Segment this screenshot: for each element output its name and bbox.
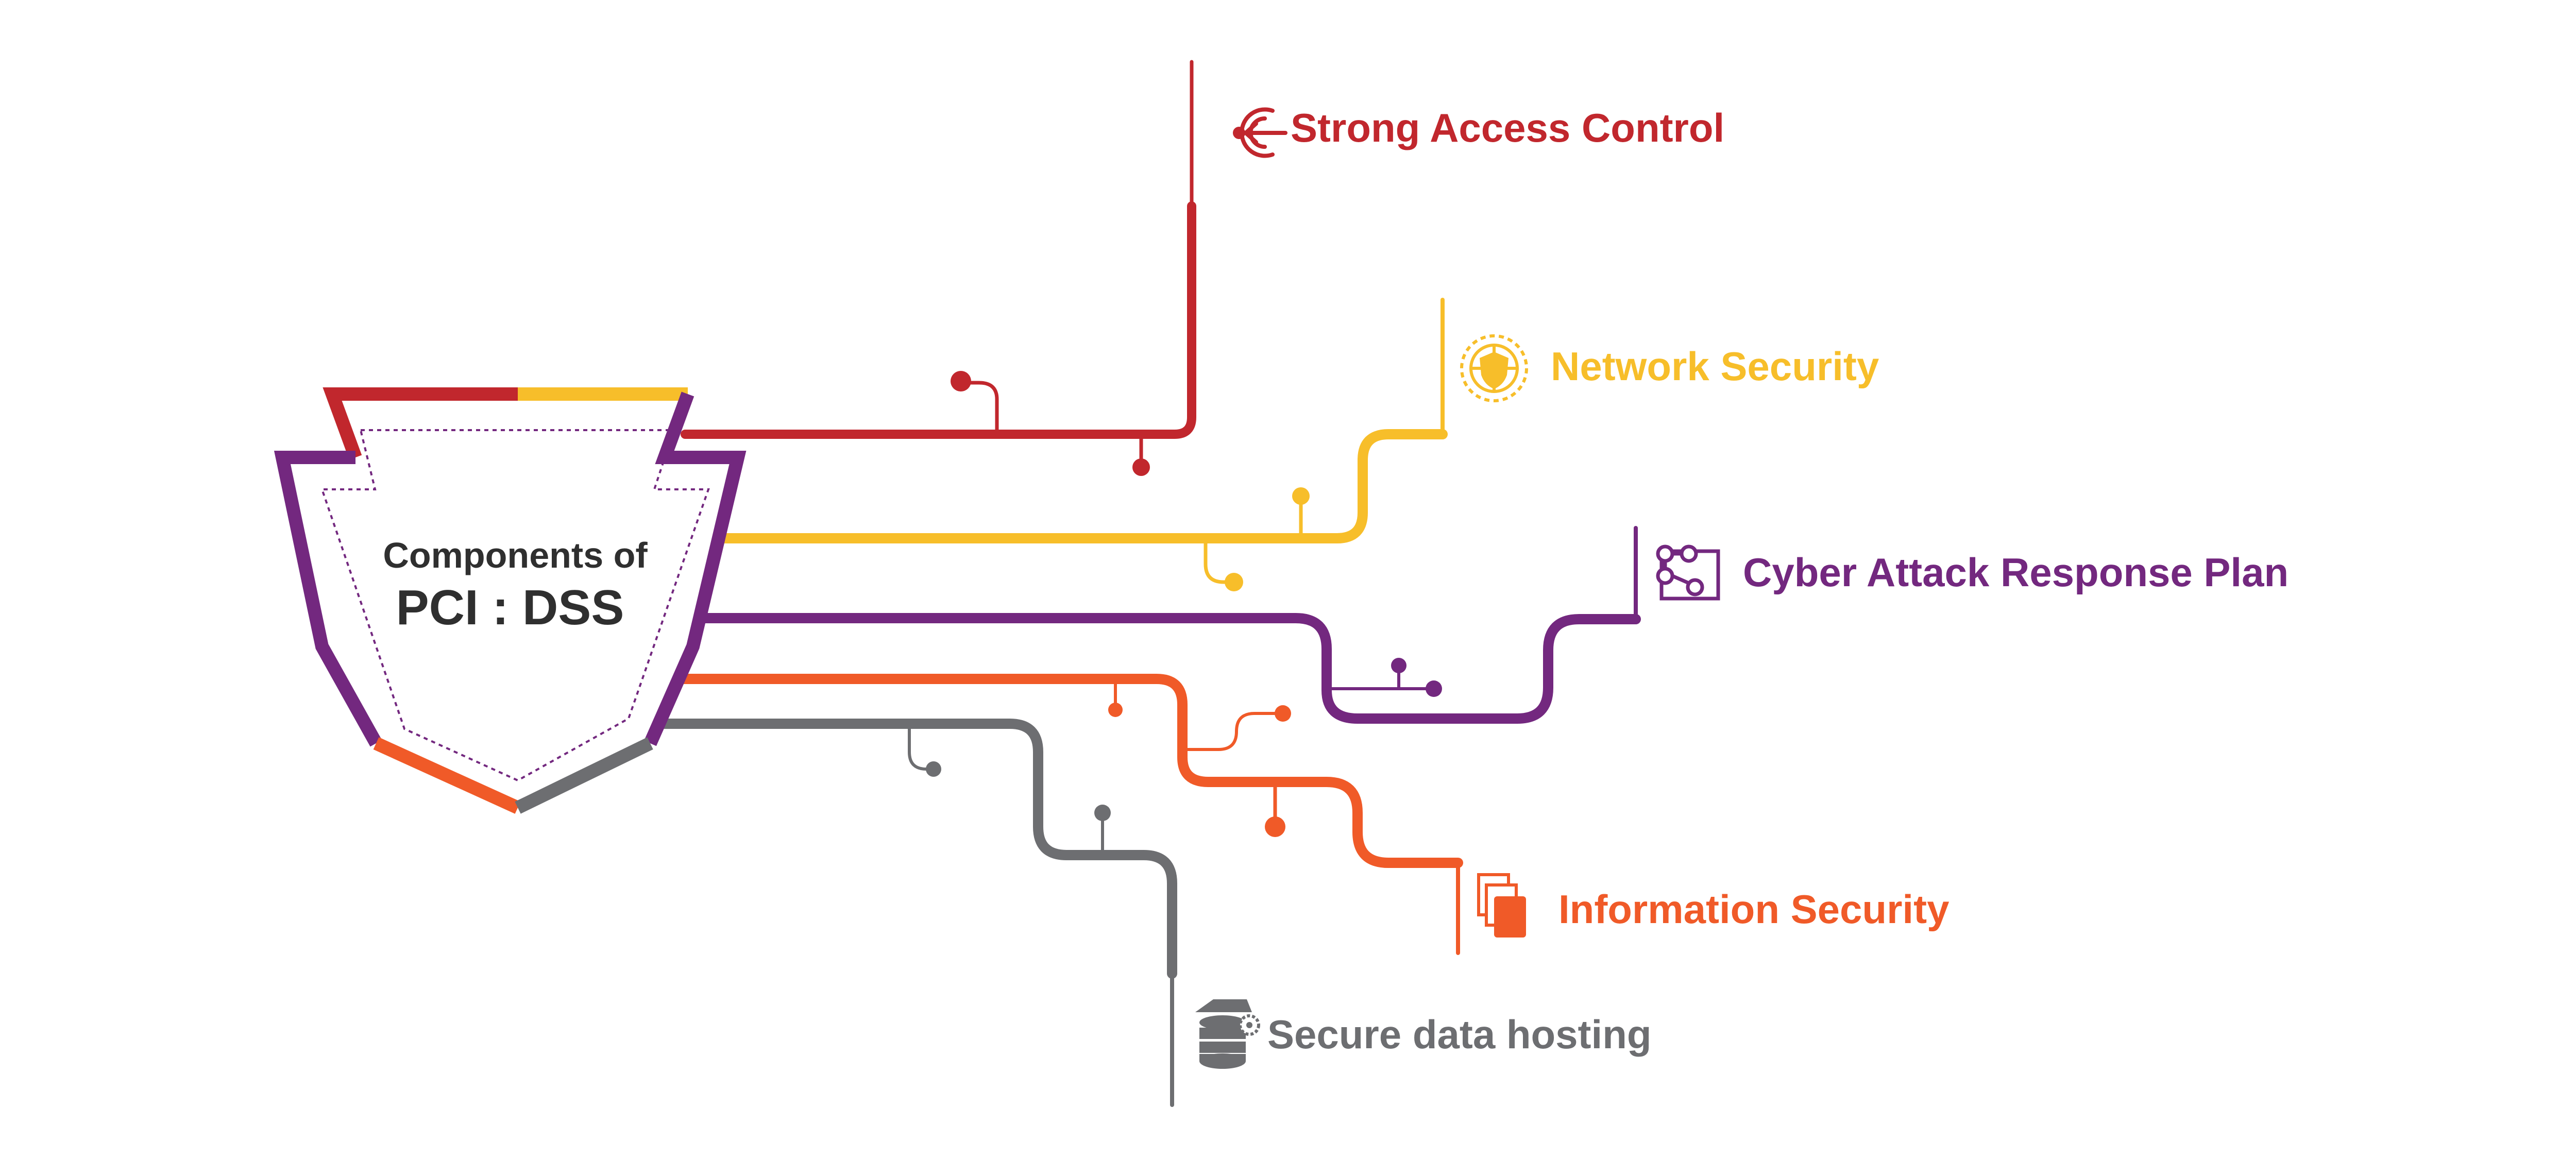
access-control-icon [1233,107,1287,158]
strong-access-control-track [681,60,1196,468]
purple-node-1 [1391,658,1406,673]
network-security-track [719,298,1448,584]
gray-node-2 [1094,805,1111,821]
purple-node-2 [1426,680,1442,697]
database-gear-icon [1195,999,1260,1069]
yellow-node-1 [1292,487,1310,505]
center-title-line1: Components of [383,535,648,575]
red-node-1 [951,371,971,391]
network-nodes-icon [1656,544,1720,601]
gray-node-1 [926,761,941,777]
pci-dss-keystone: Components of PCI : DSS [274,387,747,814]
label-secure-data-hosting: Secure data hosting [1267,1012,1652,1057]
center-title-line2: PCI : DSS [396,580,624,635]
label-cyber-attack-response-plan: Cyber Attack Response Plan [1743,550,2289,595]
red-node-2 [1132,458,1150,476]
label-information-security: Information Security [1558,887,1949,932]
label-strong-access-control: Strong Access Control [1291,105,1724,150]
yellow-node-2 [1225,573,1243,591]
globe-shield-icon [1460,334,1528,402]
secure-data-hosting-track [654,719,1177,1107]
orange-node-3 [1265,816,1285,837]
cyber-attack-response-plan-track [688,526,1641,724]
stacked-documents-icon [1477,873,1526,938]
label-network-security: Network Security [1551,344,1879,389]
keystone-inner-outline [320,429,710,782]
orange-node-1 [1108,703,1123,717]
information-security-track [672,674,1463,955]
orange-node-2 [1275,705,1291,722]
